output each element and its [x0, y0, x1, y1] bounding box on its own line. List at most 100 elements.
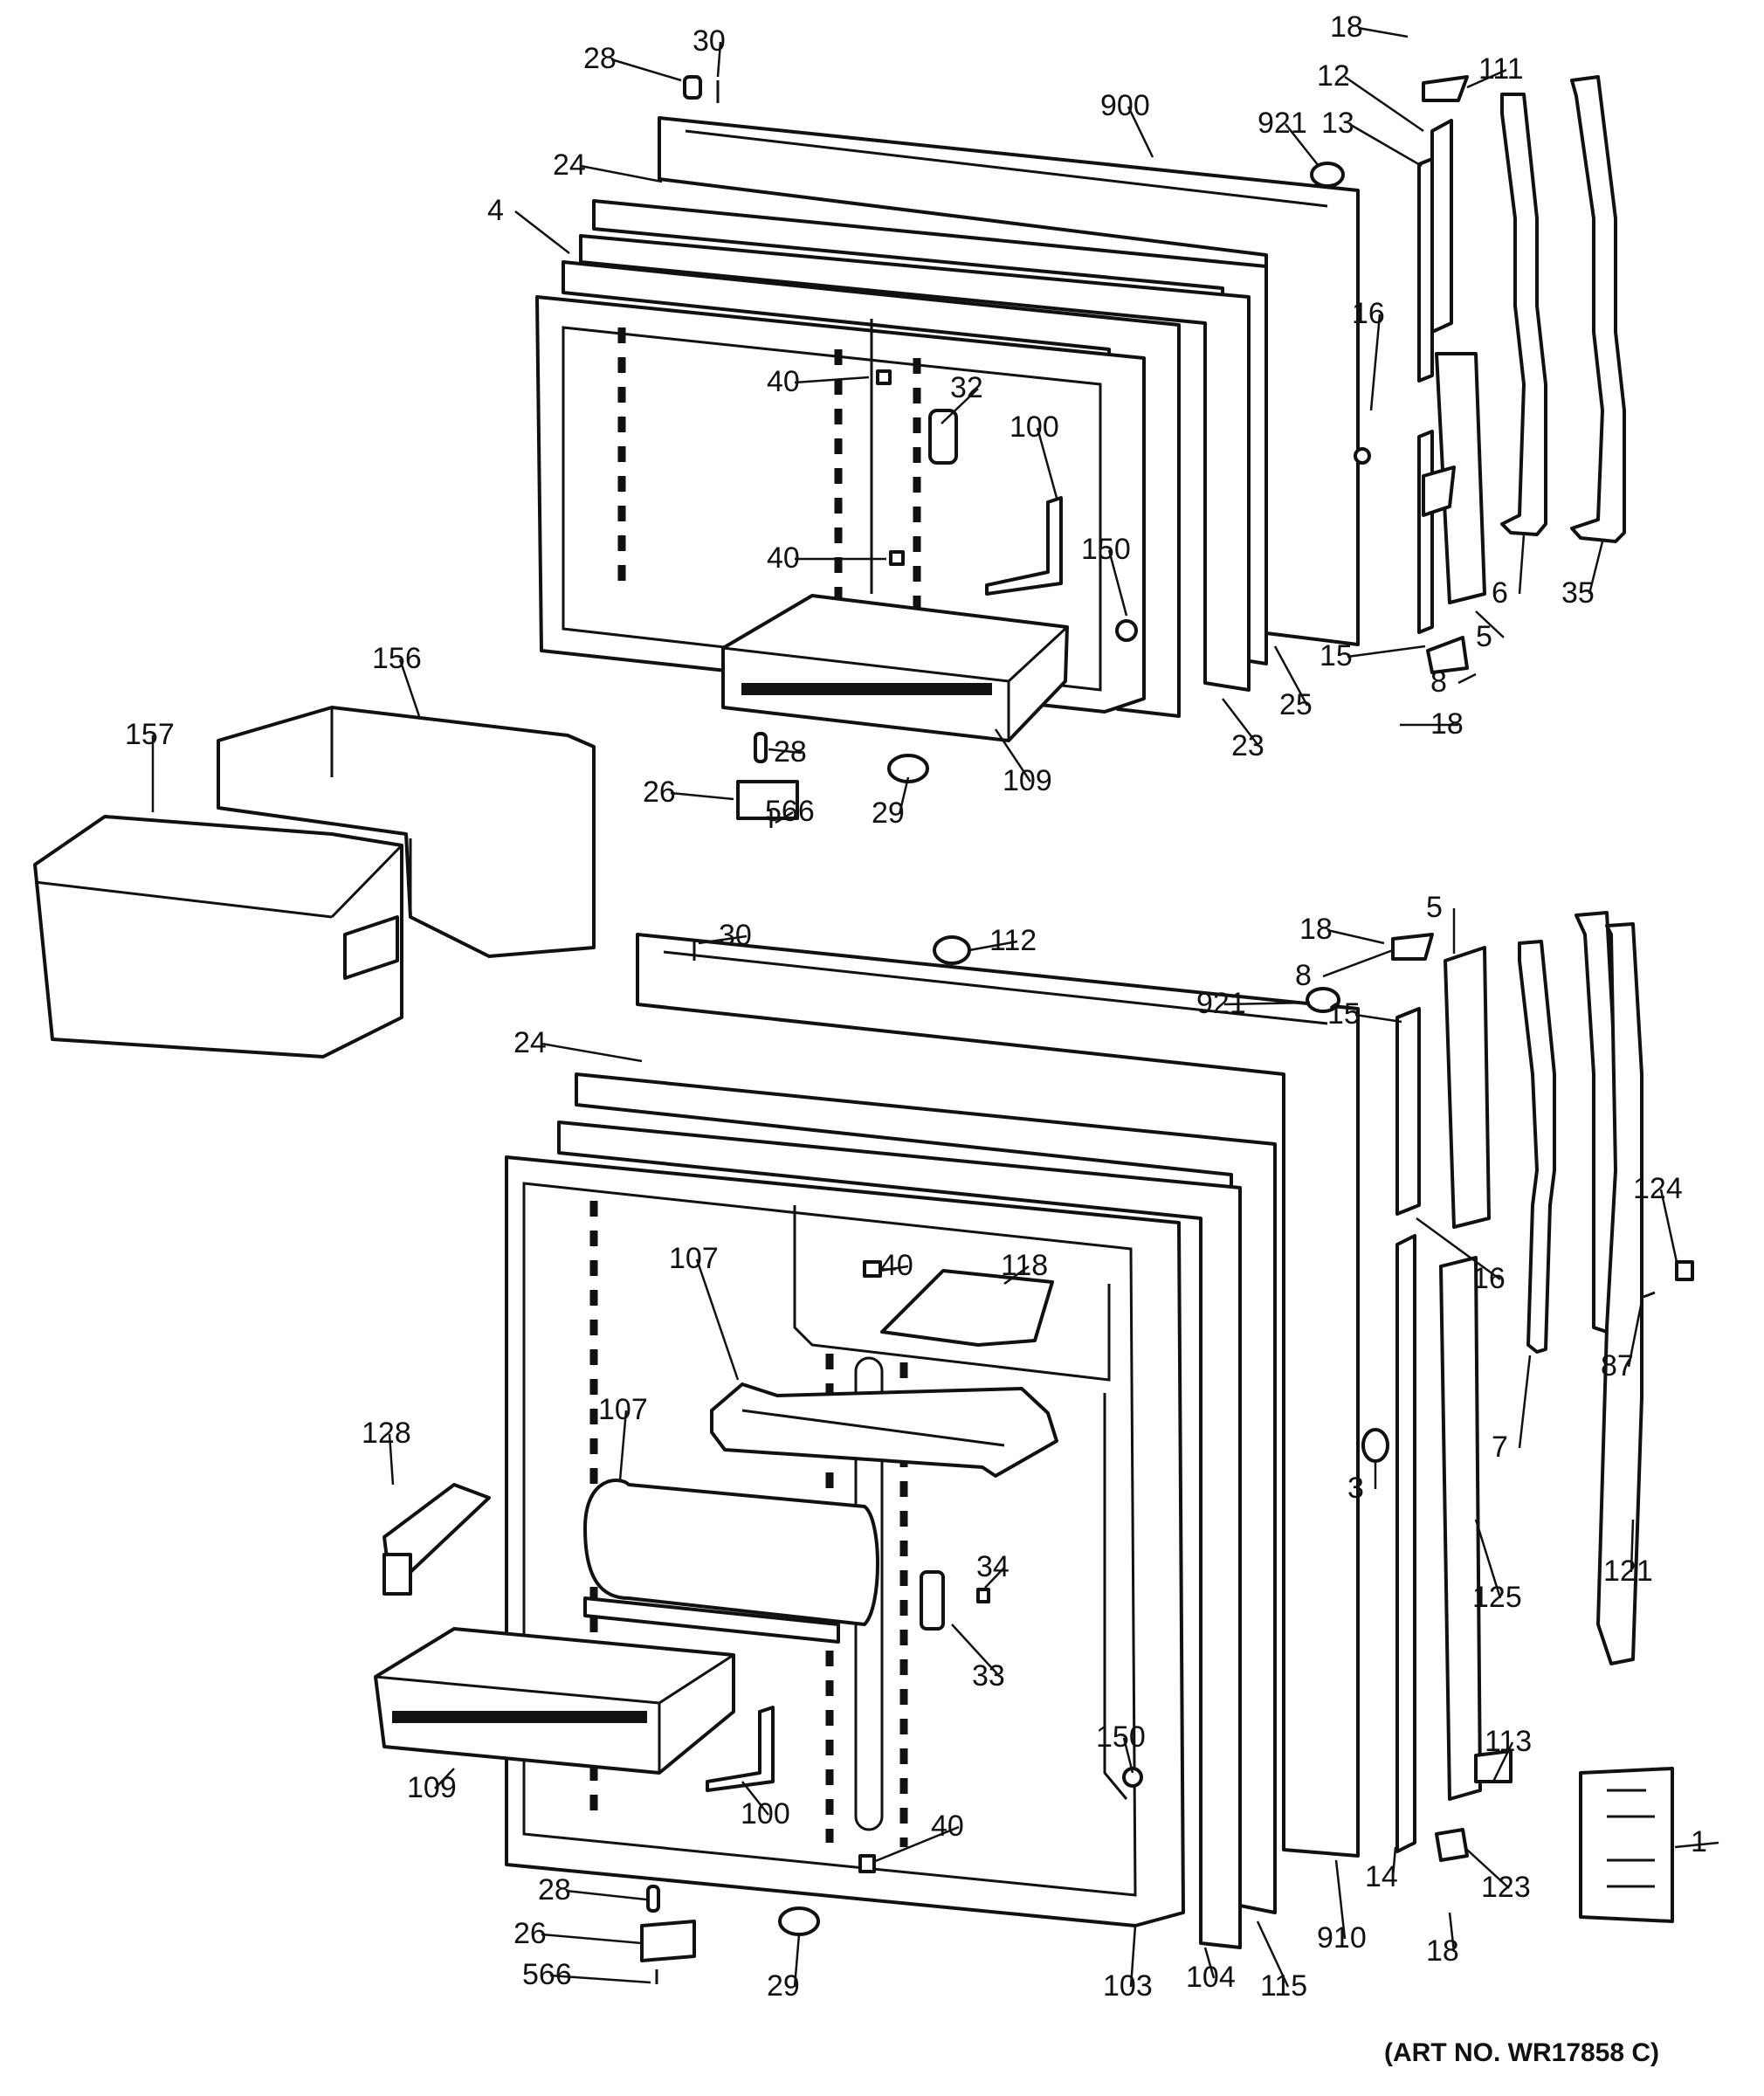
callout-leader-r14	[1391, 1846, 1397, 1879]
callout-leader-r150	[1122, 1737, 1134, 1774]
callout-leader-r921	[1223, 1001, 1311, 1006]
fresh-food-door-shelves	[374, 1269, 1058, 1775]
callout-label-r87: 87	[1601, 1349, 1634, 1382]
callout-label-r109: 109	[407, 1771, 457, 1804]
callout-label-r30: 30	[719, 919, 752, 952]
callout-leader-r29	[793, 1934, 801, 1988]
callout-label-f29: 29	[872, 796, 905, 830]
callout-label-f25: 25	[1279, 688, 1313, 721]
callout-leader-f4	[514, 210, 570, 254]
callout-label-r1: 1	[1691, 1825, 1707, 1858]
callout-label-r40b: 40	[931, 1810, 964, 1843]
callout-leader-f24	[580, 164, 663, 183]
callout-label-r18b: 18	[1426, 1934, 1459, 1968]
callout-leader-f6	[1518, 534, 1526, 595]
callout-label-f28b: 28	[774, 735, 807, 769]
callout-label-f4: 4	[487, 194, 504, 227]
callout-label-f18a: 18	[1330, 10, 1363, 44]
callout-leader-r30	[698, 934, 748, 945]
callout-label-f5a: 5	[1476, 620, 1492, 653]
callout-label-f15a: 15	[1320, 639, 1353, 672]
callout-leader-f28b	[768, 748, 803, 755]
callout-label-f24: 24	[553, 148, 586, 182]
callout-leader-r109	[434, 1768, 455, 1789]
callout-label-r8: 8	[1295, 959, 1312, 992]
callout-label-r40a: 40	[880, 1249, 913, 1282]
crisper-pan-cover	[217, 706, 596, 958]
callout-label-f13: 13	[1321, 107, 1354, 140]
callout-leader-r107a	[695, 1258, 740, 1381]
callout-label-r103: 103	[1103, 1969, 1153, 2003]
fresh-food-door-outer-panel	[636, 933, 1360, 1858]
callout-leader-r26	[541, 1933, 643, 1945]
callout-label-f35: 35	[1561, 576, 1595, 610]
freezer-door-hinge-parts	[1354, 75, 1626, 674]
callout-leader-f900	[1127, 106, 1154, 158]
callout-label-r18a: 18	[1299, 913, 1333, 946]
callout-label-f900: 900	[1100, 89, 1150, 122]
callout-leader-r34	[984, 1567, 1005, 1589]
callout-leader-f23	[1222, 698, 1260, 748]
fresh-food-door-small-parts	[640, 935, 1389, 1984]
freezer-door-small-parts	[683, 75, 1345, 828]
callout-label-r566: 566	[522, 1958, 572, 1991]
callout-leader-r115	[1256, 1920, 1290, 1988]
callout-leader-r112	[968, 940, 1018, 952]
callout-label-f156: 156	[372, 642, 422, 675]
callout-label-f566: 566	[765, 795, 815, 828]
callout-leader-f100	[1036, 427, 1058, 499]
callout-leader-f29	[898, 776, 910, 815]
callout-leader-r40a	[879, 1265, 909, 1272]
callout-leader-r18b	[1448, 1912, 1456, 1953]
callout-label-f30: 30	[693, 24, 726, 58]
callout-leader-f16a	[1369, 314, 1382, 411]
callout-label-f32: 32	[950, 371, 983, 404]
callout-label-r104: 104	[1186, 1961, 1236, 1994]
callout-leader-r18a	[1326, 928, 1385, 945]
callout-leader-r28	[565, 1889, 647, 1901]
freezer-door-gasket	[579, 199, 1268, 692]
callout-label-r26: 26	[513, 1917, 547, 1950]
callout-leader-f40a	[794, 376, 870, 384]
callout-leader-r128	[388, 1433, 395, 1486]
callout-label-r128: 128	[362, 1417, 411, 1450]
callout-label-r123: 123	[1481, 1871, 1531, 1904]
callout-leader-r125	[1474, 1519, 1502, 1599]
callout-leader-r7	[1518, 1355, 1532, 1449]
callout-leader-f150	[1107, 549, 1128, 617]
callout-label-r34: 34	[976, 1550, 1009, 1583]
callout-label-r118: 118	[1001, 1249, 1048, 1282]
callout-label-f23: 23	[1231, 729, 1264, 762]
callout-leader-r124	[1659, 1189, 1678, 1263]
callout-leader-r100	[741, 1781, 769, 1816]
callout-label-f40b: 40	[767, 541, 800, 575]
callout-leader-f12	[1344, 75, 1424, 133]
callout-label-r113: 113	[1485, 1725, 1532, 1758]
callout-leader-r24	[541, 1042, 643, 1063]
callout-label-f157: 157	[125, 718, 175, 751]
callout-leader-f32	[941, 388, 979, 424]
callout-leader-f5a	[1475, 610, 1505, 638]
callout-label-r921: 921	[1196, 987, 1246, 1020]
callout-leader-f26	[670, 791, 734, 801]
callout-label-r7: 7	[1492, 1431, 1508, 1464]
crisper-pan-drawer	[33, 815, 403, 1058]
owners-manual-booklet	[1579, 1767, 1674, 1923]
callout-label-r121: 121	[1603, 1555, 1653, 1588]
callout-label-f111: 111	[1478, 52, 1524, 86]
callout-label-r3: 3	[1347, 1472, 1364, 1505]
callout-label-r910: 910	[1317, 1921, 1367, 1955]
callout-label-f6: 6	[1492, 576, 1508, 610]
callout-leader-r15	[1354, 1013, 1402, 1024]
fresh-food-door-hinge-parts	[1391, 911, 1694, 1862]
callout-leader-f28	[610, 58, 682, 82]
callout-leader-f109	[994, 728, 1032, 783]
callout-label-f18b: 18	[1430, 707, 1464, 741]
callout-label-r124: 124	[1633, 1172, 1683, 1205]
callout-leader-r566	[549, 1974, 651, 1984]
callout-label-r16: 16	[1472, 1262, 1506, 1295]
callout-label-f150: 150	[1081, 533, 1131, 566]
callout-leader-r113	[1492, 1741, 1514, 1782]
callout-label-f28: 28	[583, 42, 617, 75]
